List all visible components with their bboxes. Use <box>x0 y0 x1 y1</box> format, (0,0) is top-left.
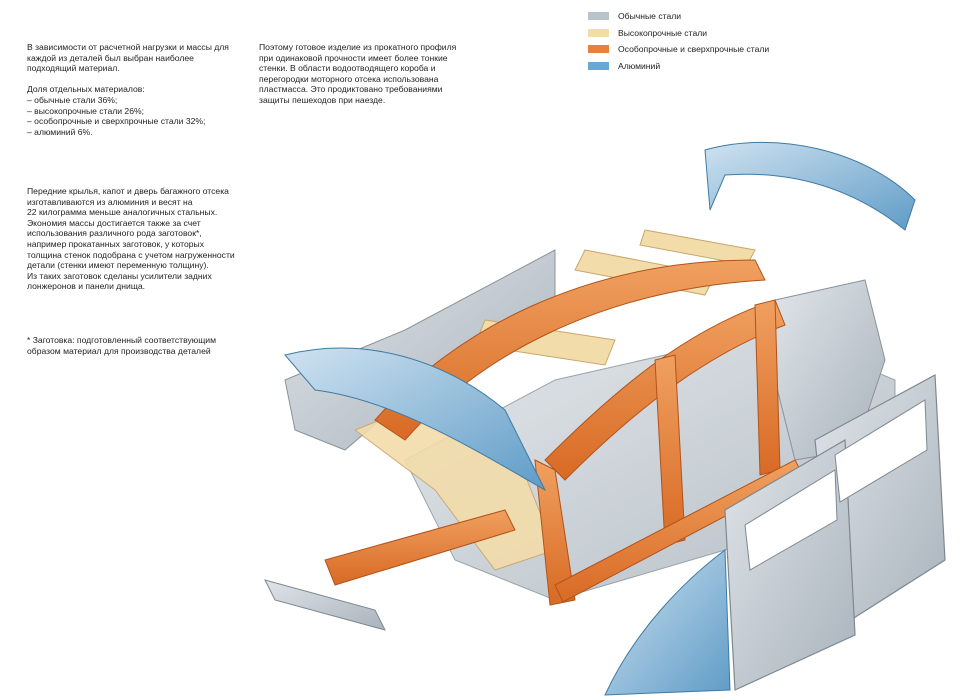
material-legend: Обычные стали Высокопрочные стали Особоп… <box>588 8 769 74</box>
front-bumper-beam <box>264 579 386 631</box>
a-pillar <box>534 459 576 606</box>
c-pillar <box>754 299 781 476</box>
aluminium-paragraph-block: Передние крылья, капот и дверь багажного… <box>27 186 247 292</box>
legend-swatch <box>588 62 609 71</box>
footnote: * Заготовка: подготовленный соответствую… <box>27 335 216 356</box>
legend-item-regular-steel: Обычные стали <box>588 8 769 25</box>
share-item: – высокопрочные стали 26%; <box>27 105 145 116</box>
legend-swatch <box>588 12 609 21</box>
footnote-block: * Заготовка: подготовленный соответствую… <box>27 335 247 356</box>
share-item: – алюминий 6%. <box>27 126 93 137</box>
legend-label: Особопрочные и сверхпрочные стали <box>618 44 770 55</box>
front-fender <box>604 549 731 696</box>
aluminium-paragraph: Передние крылья, капот и дверь багажного… <box>27 186 235 292</box>
door-window-frame <box>744 469 838 571</box>
front-longitudinal-member <box>324 509 516 586</box>
legend-swatch <box>588 45 609 54</box>
door-window-frame <box>834 399 928 503</box>
b-pillar <box>654 354 686 546</box>
legend-item-aluminium: Алюминий <box>588 58 769 75</box>
legend-swatch <box>588 28 609 37</box>
material-selection-text: В зависимости от расчетной нагрузки и ма… <box>27 42 242 137</box>
rolled-profile-block: Поэтому готовое изделие из прокатного пр… <box>259 42 474 106</box>
legend-label: Алюминий <box>618 61 661 72</box>
share-item: – обычные стали 36%; <box>27 94 118 105</box>
share-item: – особопрочные и сверхпрочные стали 32%; <box>27 116 206 127</box>
shares-title: Доля отдельных материалов: <box>27 84 145 95</box>
car-body-illustration <box>264 141 946 696</box>
legend-item-ultra-high-strength-steel: Особопрочные и сверхпрочные стали <box>588 41 769 58</box>
hood <box>284 347 547 492</box>
legend-item-high-strength-steel: Высокопрочные стали <box>588 25 769 42</box>
roof-rail <box>374 259 766 441</box>
intro-paragraph: В зависимости от расчетной нагрузки и ма… <box>27 42 229 74</box>
rolled-profile-paragraph: Поэтому готовое изделие из прокатного пр… <box>259 42 457 105</box>
tailgate <box>704 141 916 231</box>
legend-label: Высокопрочные стали <box>618 27 708 38</box>
legend-label: Обычные стали <box>618 11 682 22</box>
